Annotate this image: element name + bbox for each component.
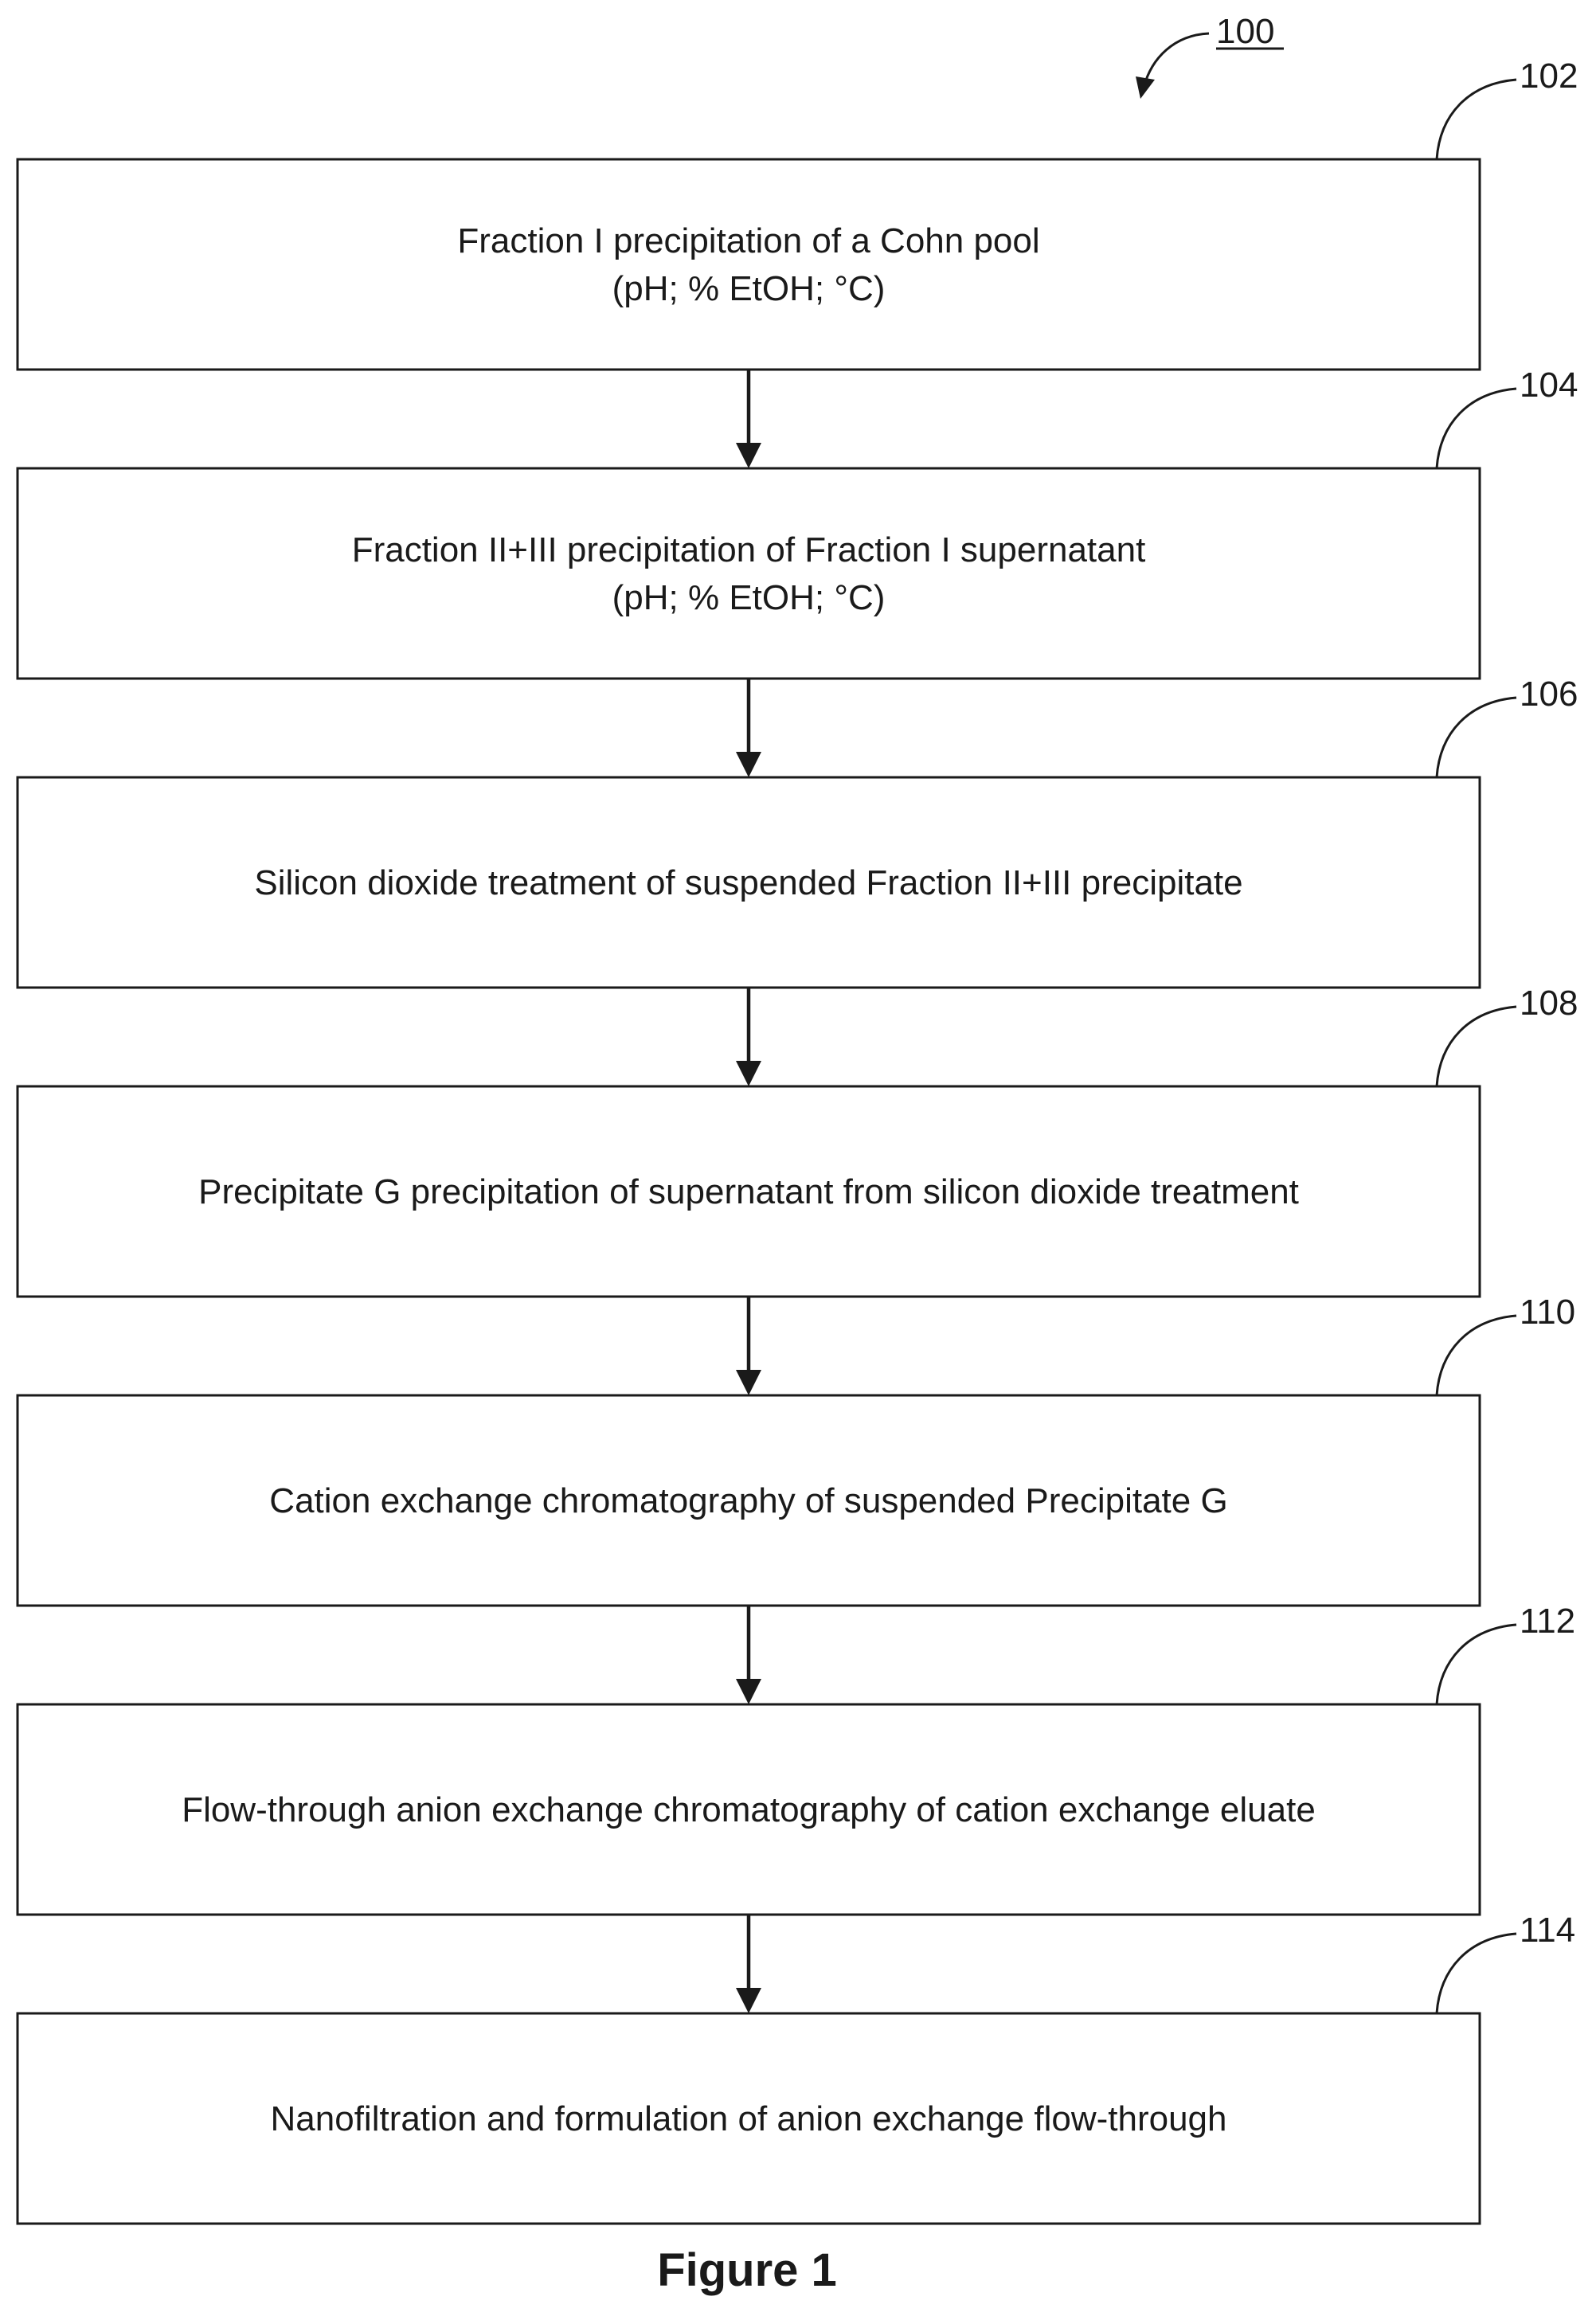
reference-leader-line	[1437, 1934, 1516, 2013]
process-step: Precipitate G precipitation of supernata…	[18, 984, 1578, 1297]
flow-arrow	[736, 370, 761, 468]
reference-numeral: 112	[1520, 1602, 1575, 1641]
process-step-text: Silicon dioxide treatment of suspended F…	[254, 863, 1242, 902]
reference-leader-line	[1437, 1625, 1516, 1704]
flow-arrow	[736, 1915, 761, 2013]
figure-reference: 100	[1136, 12, 1284, 99]
process-step-text: Nanofiltration and formulation of anion …	[271, 2099, 1227, 2138]
process-step-text: Precipitate G precipitation of supernata…	[198, 1172, 1299, 1211]
reference-numeral: 104	[1520, 366, 1578, 405]
flow-arrow	[736, 679, 761, 777]
reference-numeral: 106	[1520, 675, 1578, 714]
process-step: Fraction II+III precipitation of Fractio…	[18, 366, 1578, 679]
figure-ref-arrowhead	[1136, 76, 1155, 99]
reference-numeral: 108	[1520, 984, 1578, 1023]
process-step-text: Cation exchange chromatography of suspen…	[269, 1481, 1227, 1520]
figure-caption: Figure 1	[657, 2244, 837, 2296]
reference-leader-line	[1437, 1316, 1516, 1395]
process-step-text: Fraction II+III precipitation of Fractio…	[352, 530, 1146, 569]
process-step: Silicon dioxide treatment of suspended F…	[18, 675, 1578, 988]
process-step-box	[18, 159, 1480, 370]
steps-layer: Fraction I precipitation of a Cohn pool (…	[18, 57, 1578, 2224]
process-step-box	[18, 468, 1480, 679]
flow-arrow	[736, 1606, 761, 1704]
flow-arrow	[736, 1297, 761, 1395]
reference-leader-line	[1437, 698, 1516, 777]
process-step: Flow-through anion exchange chromatograp…	[18, 1602, 1575, 1915]
process-step-text: (pH; % EtOH; °C)	[612, 578, 886, 617]
reference-numeral: 110	[1520, 1293, 1575, 1332]
process-step: Cation exchange chromatography of suspen…	[18, 1293, 1575, 1606]
figure-ref-number: 100	[1216, 12, 1274, 51]
reference-leader-line	[1437, 80, 1516, 159]
process-step: Nanofiltration and formulation of anion …	[18, 1911, 1575, 2224]
reference-numeral: 102	[1520, 57, 1578, 96]
reference-numeral: 114	[1520, 1911, 1575, 1950]
process-step-text: Flow-through anion exchange chromatograp…	[182, 1790, 1316, 1829]
reference-leader-line	[1437, 1007, 1516, 1086]
process-step-text: Fraction I precipitation of a Cohn pool	[457, 221, 1039, 260]
process-step-text: (pH; % EtOH; °C)	[612, 269, 886, 308]
process-step: Fraction I precipitation of a Cohn pool (…	[18, 57, 1578, 370]
reference-leader-line	[1437, 389, 1516, 468]
flow-arrow	[736, 988, 761, 1086]
